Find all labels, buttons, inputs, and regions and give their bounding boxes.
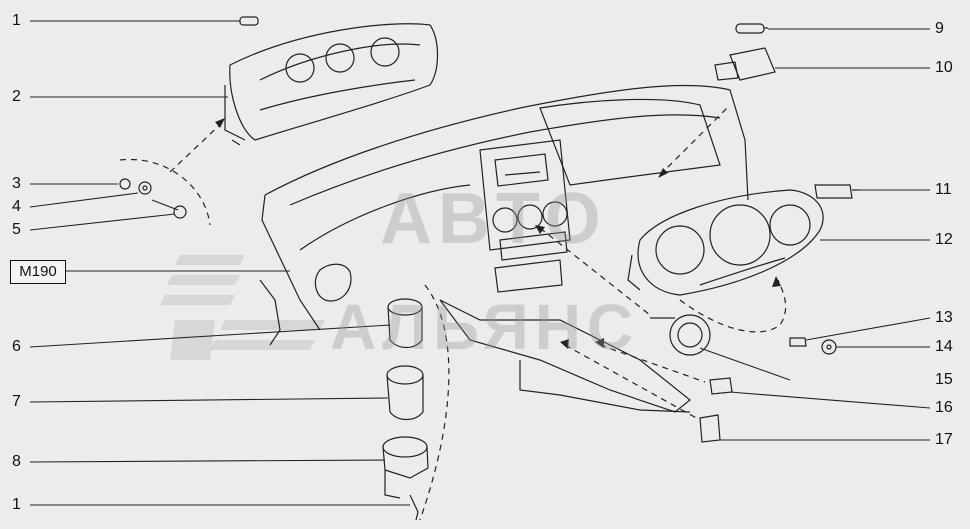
assembly-dashes [119,104,787,521]
callout-5: 5 [12,221,21,238]
sensor-part-11 [814,184,860,199]
watermark-logo [160,255,325,360]
callout-9: 9 [935,20,944,37]
bulb-part-1-top [239,16,259,26]
watermark-bottom: AЛЬЯНС [330,291,640,363]
callout-4: 4 [12,198,21,215]
callout-7: 7 [12,393,21,410]
callout-13: 13 [935,309,953,326]
callout-1-bottom: 1 [12,496,21,513]
callout-15: 15 [935,371,953,388]
arrowheads [215,118,781,349]
bulb-part-9 [735,23,768,34]
callout-12: 12 [935,231,953,248]
callout-10: 10 [935,59,953,76]
instrument-cluster-part-2 [224,23,439,146]
callout-6: 6 [12,338,21,355]
switch-part-10 [714,47,776,81]
instrument-cluster-part-12 [627,189,824,296]
leader-lines [29,20,931,506]
lighter-parts-6-7-8 [382,298,429,521]
callout-1-top: 1 [12,12,21,29]
callout-3: 3 [12,175,21,192]
code-box-m190: M190 [10,260,66,284]
callout-17: 17 [935,431,953,448]
callout-14: 14 [935,338,953,355]
callout-8: 8 [12,453,21,470]
watermark-top: ABTO [380,179,607,259]
parts-13-to-17 [650,314,837,443]
fasteners-parts-3-4-5 [119,178,187,219]
callout-2: 2 [12,88,21,105]
callout-16: 16 [935,399,953,416]
callout-11: 11 [935,181,952,198]
dashboard-panel [259,84,749,413]
